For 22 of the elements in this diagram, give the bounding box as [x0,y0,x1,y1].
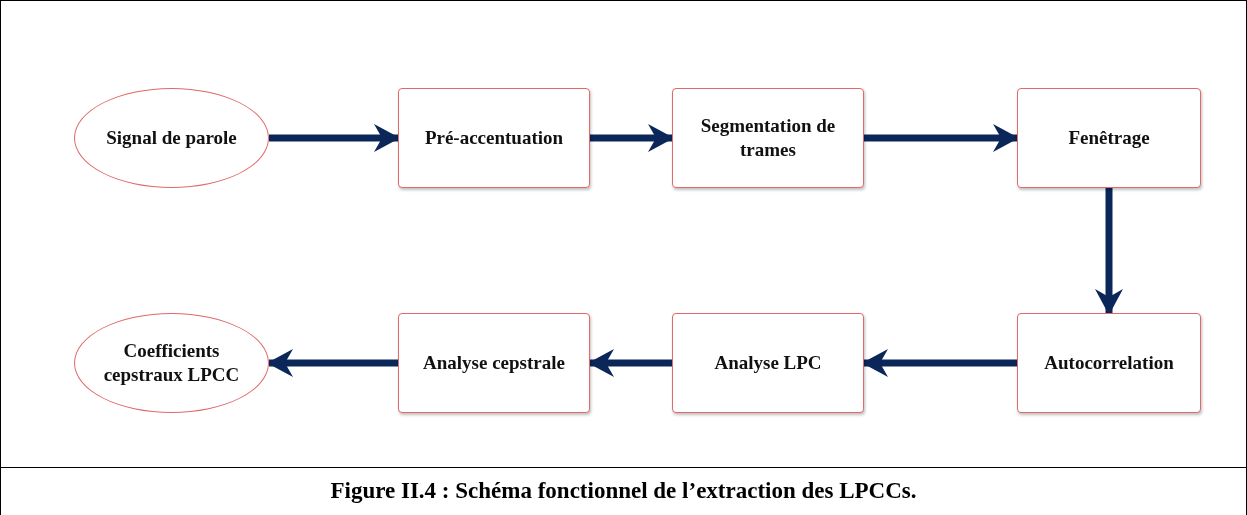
node-label: Analyse LPC [714,351,822,375]
arrow [862,349,1017,377]
process-box [398,88,590,188]
node-label: Segmentation de trames [699,114,837,162]
process-box [398,313,590,413]
arrow [1095,188,1123,315]
process-box [672,88,864,188]
process-box [1017,313,1201,413]
node-label: Signal de parole [106,126,237,150]
arrow [590,124,674,152]
node-label: Analyse cepstrale [423,351,565,375]
process-box [1017,88,1201,188]
process-box [672,313,864,413]
node-label: Pré-accentuation [424,126,564,150]
node-label: Autocorrelation [1044,351,1174,375]
node-label: Coefficients cepstraux LPCC [103,339,240,387]
arrow [864,124,1019,152]
figure-caption: Figure II.4 : Schéma fonctionnel de l’extraction des LPCCs. [330,478,917,504]
arrow [588,349,672,377]
arrow [267,349,398,377]
node-label: Fenêtrage [1068,126,1150,150]
arrow [269,124,400,152]
